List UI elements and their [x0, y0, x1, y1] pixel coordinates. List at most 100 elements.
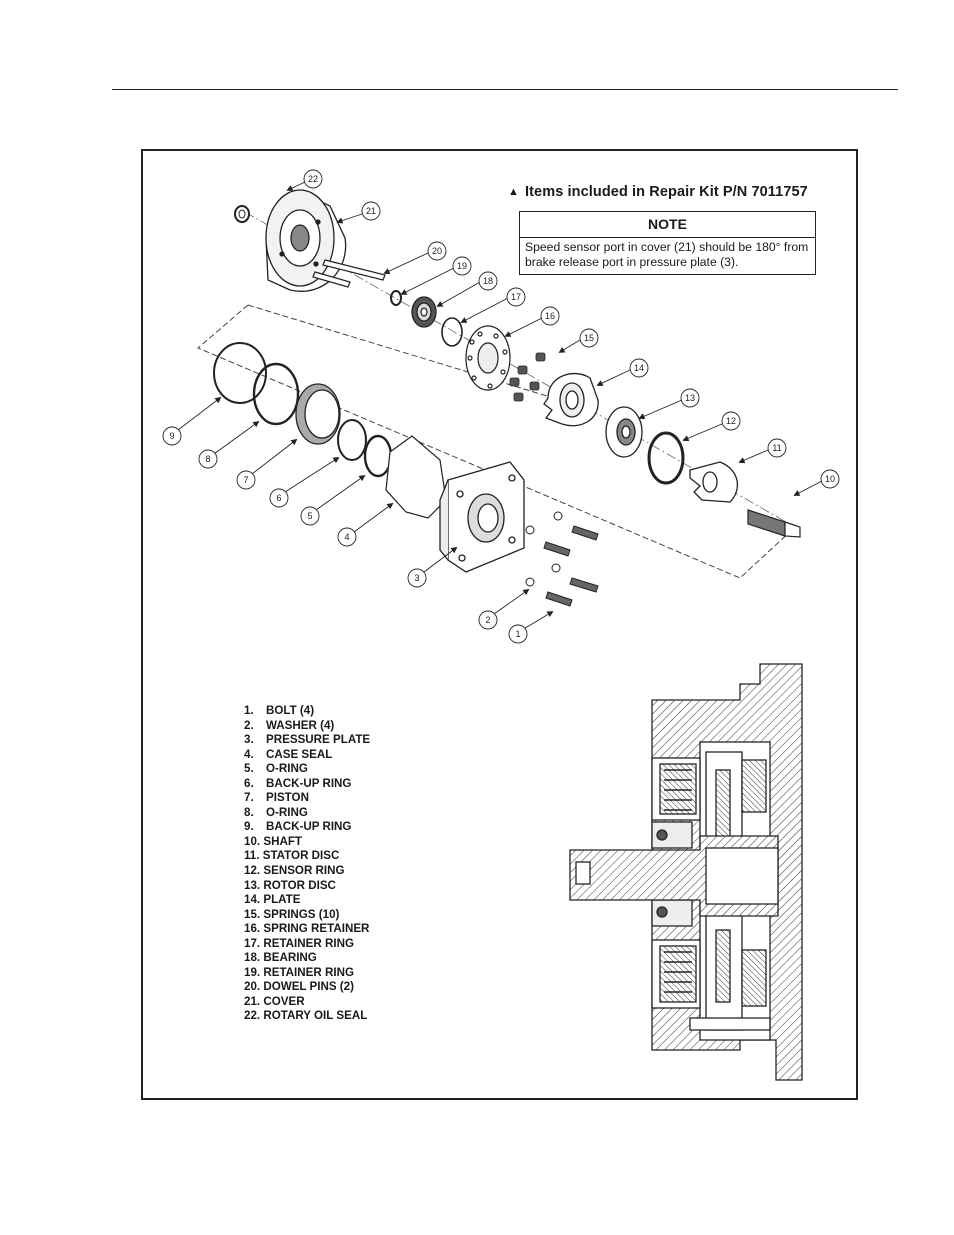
callout-2: 2 [478, 610, 498, 630]
part-10-shaft [747, 509, 801, 538]
header-rule [112, 89, 898, 90]
svg-text:9: 9 [169, 431, 174, 441]
part-18-bearing [411, 296, 437, 328]
callout-labels: 22 21 20 19 18 17 16 15 14 13 12 11 10 9… [162, 169, 840, 644]
legend-item: 6.BACK-UP RING [244, 776, 352, 790]
callout-21: 21 [361, 201, 381, 221]
svg-text:6: 6 [276, 493, 281, 503]
part-14-plate [543, 372, 599, 427]
callout-17: 17 [506, 287, 526, 307]
callout-22: 22 [303, 169, 323, 189]
callout-11: 11 [767, 438, 787, 458]
part-4-case-seal [385, 435, 447, 519]
part-3-pressure-plate [439, 461, 525, 573]
part-9-back-up-ring [213, 342, 267, 404]
legend-item: 21. COVER [244, 994, 305, 1008]
callout-19: 19 [452, 256, 472, 276]
callout-16: 16 [540, 306, 560, 326]
svg-text:1: 1 [515, 629, 520, 639]
note-text: Speed sensor port in cover (21) should b… [525, 240, 809, 269]
part-6-back-up-ring [337, 419, 367, 461]
legend-item: 1.BOLT (4) [244, 704, 315, 717]
part-21-cover [265, 189, 347, 292]
callout-12: 12 [721, 411, 741, 431]
svg-text:12: 12 [726, 416, 736, 426]
callout-6: 6 [269, 488, 289, 508]
legend-item: 16. SPRING RETAINER [244, 922, 370, 936]
part-8-o-ring [252, 362, 300, 426]
part-11-stator-disc [689, 461, 739, 503]
legend-item: 20. DOWEL PINS (2) [244, 980, 354, 994]
note-box: NOTE Speed sensor port in cover (21) sho… [519, 211, 816, 275]
callout-7: 7 [236, 470, 256, 490]
part-17-retainer-ring [441, 317, 463, 347]
part-19-retainer-ring [390, 290, 402, 306]
callout-10: 10 [820, 469, 840, 489]
legend-item: 4.CASE SEAL [244, 747, 333, 761]
callout-15: 15 [579, 328, 599, 348]
svg-text:8: 8 [205, 454, 210, 464]
svg-text:17: 17 [511, 292, 521, 302]
svg-text:16: 16 [545, 311, 555, 321]
parts-legend: 1.BOLT (4) 2.WASHER (4) 3.PRESSURE PLATE… [244, 704, 370, 1024]
part-12-sensor-ring [647, 431, 685, 485]
assembly-envelope [197, 304, 793, 579]
triangle-marker-icon: ▲ [508, 186, 519, 198]
svg-text:15: 15 [584, 333, 594, 343]
cross-section-view [569, 663, 803, 1081]
legend-item: 11. STATOR DISC [244, 849, 340, 863]
repair-kit-label: Items included in Repair Kit P/N 7011757 [525, 184, 808, 200]
callout-1: 1 [508, 624, 528, 644]
legend-item: 15. SPRINGS (10) [244, 907, 340, 921]
svg-text:19: 19 [457, 261, 467, 271]
callout-8: 8 [198, 449, 218, 469]
callout-4: 4 [337, 527, 357, 547]
callout-14: 14 [629, 358, 649, 378]
callout-18: 18 [478, 271, 498, 291]
leader-lines [177, 181, 823, 631]
svg-text:13: 13 [685, 393, 695, 403]
svg-text:21: 21 [366, 206, 376, 216]
legend-item: 5.O-RING [244, 762, 308, 776]
figure-frame [141, 149, 858, 1100]
legend-item: 8.O-RING [244, 805, 308, 819]
part-22-rotary-oil-seal [234, 205, 250, 223]
legend-item: 22. ROTARY OIL SEAL [244, 1009, 368, 1023]
svg-text:5: 5 [307, 511, 312, 521]
svg-text:3: 3 [414, 573, 419, 583]
callout-20: 20 [427, 241, 447, 261]
part-2-washers [525, 511, 563, 587]
part-7-piston [295, 383, 341, 445]
repair-kit-title: ▲ Items included in Repair Kit P/N 701175… [508, 184, 808, 200]
callout-13: 13 [680, 388, 700, 408]
svg-text:2: 2 [485, 615, 490, 625]
legend-item: 14. PLATE [244, 893, 301, 907]
legend-item: 13. ROTOR DISC [244, 878, 336, 892]
part-1-bolts [543, 525, 599, 607]
part-15-springs [509, 352, 546, 402]
svg-text:10: 10 [825, 474, 835, 484]
part-13-rotor-disc [605, 406, 643, 458]
svg-text:20: 20 [432, 246, 442, 256]
svg-text:18: 18 [483, 276, 493, 286]
legend-item: 17. RETAINER RING [244, 936, 354, 950]
svg-text:7: 7 [243, 475, 248, 485]
legend-item: 2.WASHER (4) [244, 718, 335, 732]
callout-3: 3 [407, 568, 427, 588]
part-5-o-ring [363, 434, 393, 478]
svg-text:14: 14 [634, 363, 644, 373]
legend-item: 18. BEARING [244, 951, 317, 965]
svg-text:4: 4 [344, 532, 349, 542]
note-title: NOTE [648, 216, 687, 232]
svg-text:11: 11 [772, 443, 781, 453]
legend-item: 7.PISTON [244, 791, 309, 805]
legend-item: 9.BACK-UP RING [244, 820, 352, 834]
legend-item: 12. SENSOR RING [244, 864, 345, 878]
note-divider [520, 237, 815, 238]
legend-item: 19. RETAINER RING [244, 965, 354, 979]
svg-text:22: 22 [308, 174, 318, 184]
legend-item: 10. SHAFT [244, 834, 303, 848]
legend-item: 3.PRESSURE PLATE [244, 733, 371, 747]
part-20-dowel-pins [312, 259, 386, 288]
